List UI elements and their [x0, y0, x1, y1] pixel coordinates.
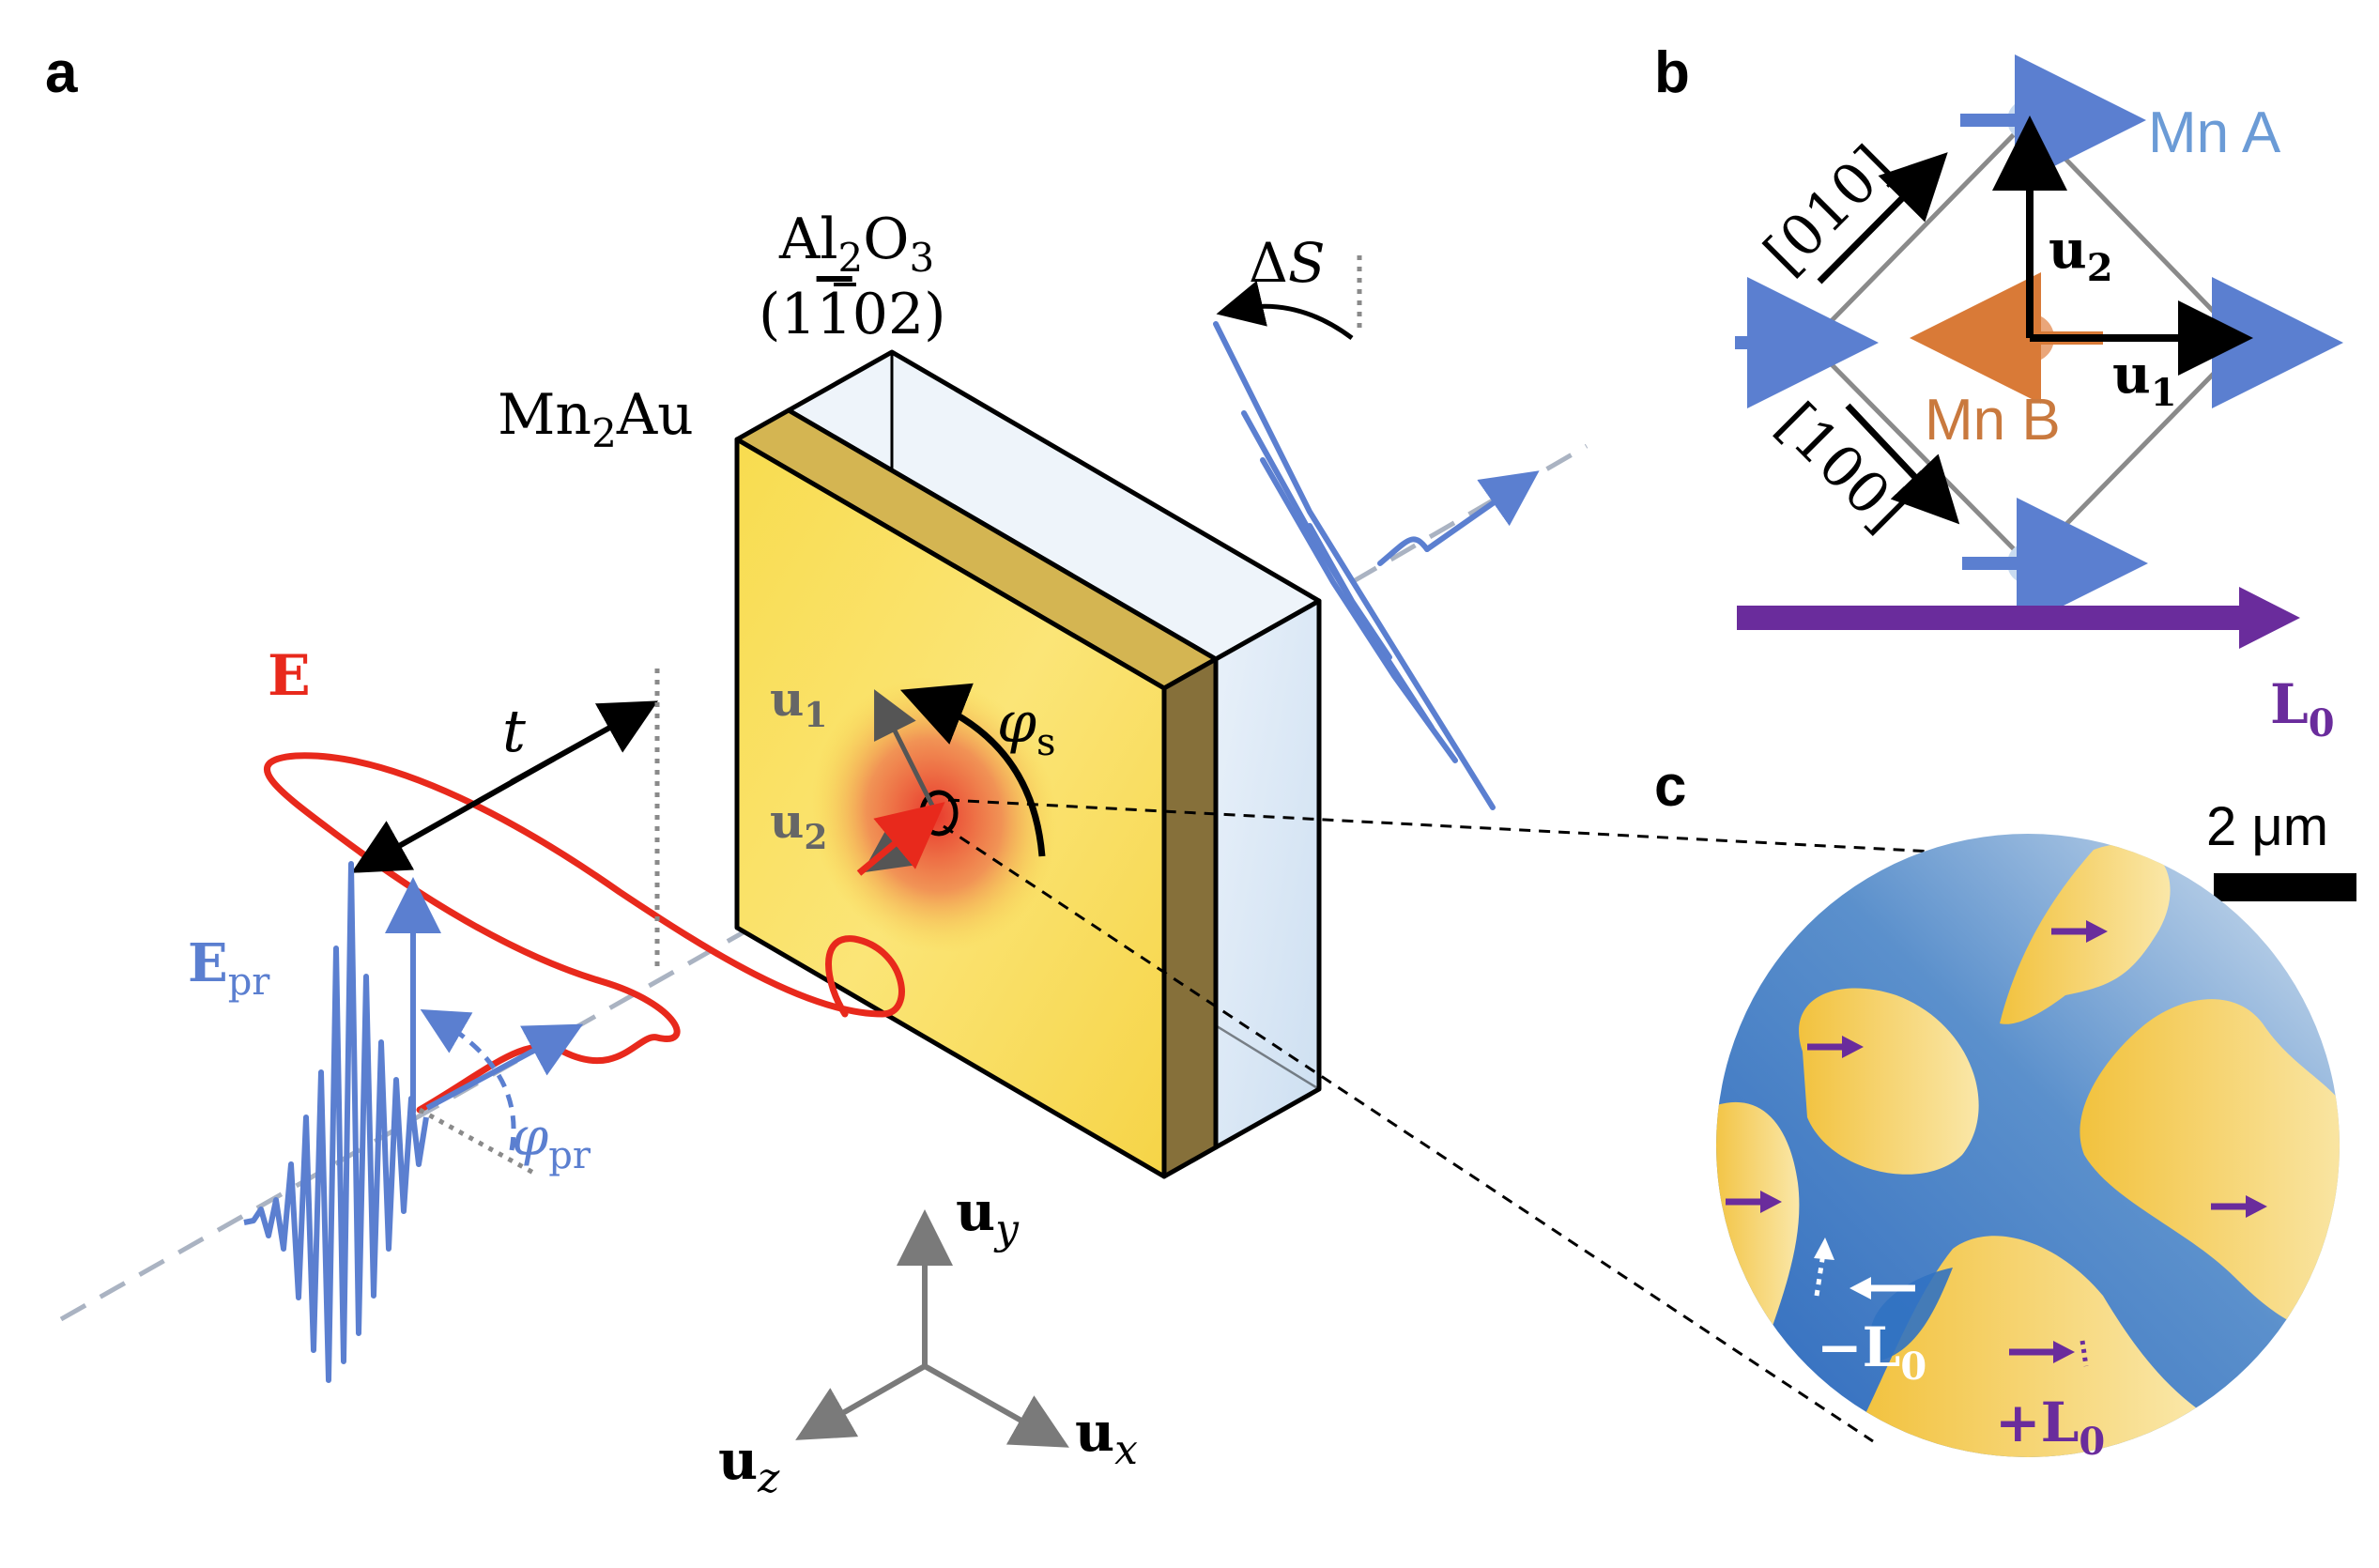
plus-l0-label: +L0	[1995, 1391, 2105, 1464]
zoom-line-top	[947, 798, 2024, 858]
phi-s-label: φs	[997, 690, 1056, 764]
domain-upper-left	[1799, 988, 1979, 1175]
thz-pulse	[264, 752, 905, 1114]
substrate-al2o3	[786, 349, 1322, 1150]
domain-image	[1716, 834, 2340, 1457]
delta-s-label: ΔS	[1249, 231, 1326, 295]
minus-l0-label: −L0	[1817, 1315, 1926, 1389]
panel-b-label: b	[1654, 40, 1690, 105]
panel-a-label: a	[45, 40, 78, 105]
thz-direction-arrow	[856, 802, 945, 876]
probe-direction-arrow	[425, 1023, 584, 1111]
dir-010-arrow	[1817, 152, 1948, 284]
substrate-formula: Al2O3	[778, 207, 934, 281]
cell-u2-label: u2	[2049, 219, 2113, 290]
e-probe-label: Epr	[188, 932, 270, 1004]
phi-pr-label: φpr	[512, 1107, 591, 1177]
domain-l0-arrows	[1726, 920, 2267, 1367]
sample-u1-label: u1	[770, 671, 827, 735]
l0-label: L0	[2270, 672, 2335, 746]
dir-100-label: [100]	[1764, 391, 1918, 545]
domain-right	[2080, 999, 2340, 1330]
sample-u2-label: u2	[770, 793, 827, 857]
film-formula: Mn2Au	[498, 382, 694, 456]
panel-c-label: c	[1654, 754, 1686, 819]
substrate-miller-index: (1102)	[759, 282, 946, 347]
axis-uz-label: uz	[718, 1428, 780, 1502]
mn-b-label: Mn B	[1925, 388, 2061, 453]
t-label: t	[502, 697, 526, 765]
t-arrow-forward	[510, 700, 658, 785]
coordinate-axes	[795, 1209, 1069, 1448]
minus-l0-arrow	[1814, 1237, 1915, 1299]
domain-bottom	[1859, 1236, 2197, 1457]
sample-u1-arrow	[874, 689, 937, 811]
phi-pr-arrow	[420, 1008, 516, 1151]
axis-uy-label: uy	[956, 1179, 1020, 1253]
mn-a-label: Mn A	[2148, 100, 2281, 165]
axis-ux-label: ux	[1075, 1400, 1138, 1474]
transmitted-probe-pulse	[1213, 321, 1540, 810]
beam-axis-out	[1350, 443, 1589, 585]
phi-s-arrow	[899, 683, 1046, 857]
e-field-label: E	[268, 643, 311, 709]
cell-u1-label: u1	[2112, 344, 2177, 415]
scale-bar-label: 2 μm	[2206, 796, 2328, 857]
delta-s-arrow	[1216, 280, 1354, 341]
scale-bar	[2214, 873, 2356, 901]
l0-arrow-head	[2239, 587, 2300, 649]
probe-pulse	[243, 861, 429, 1383]
dir-010-label: [010]	[1752, 133, 1906, 287]
zoom-line-bottom	[943, 824, 1874, 1443]
dir-100-arrow	[1845, 403, 1960, 525]
